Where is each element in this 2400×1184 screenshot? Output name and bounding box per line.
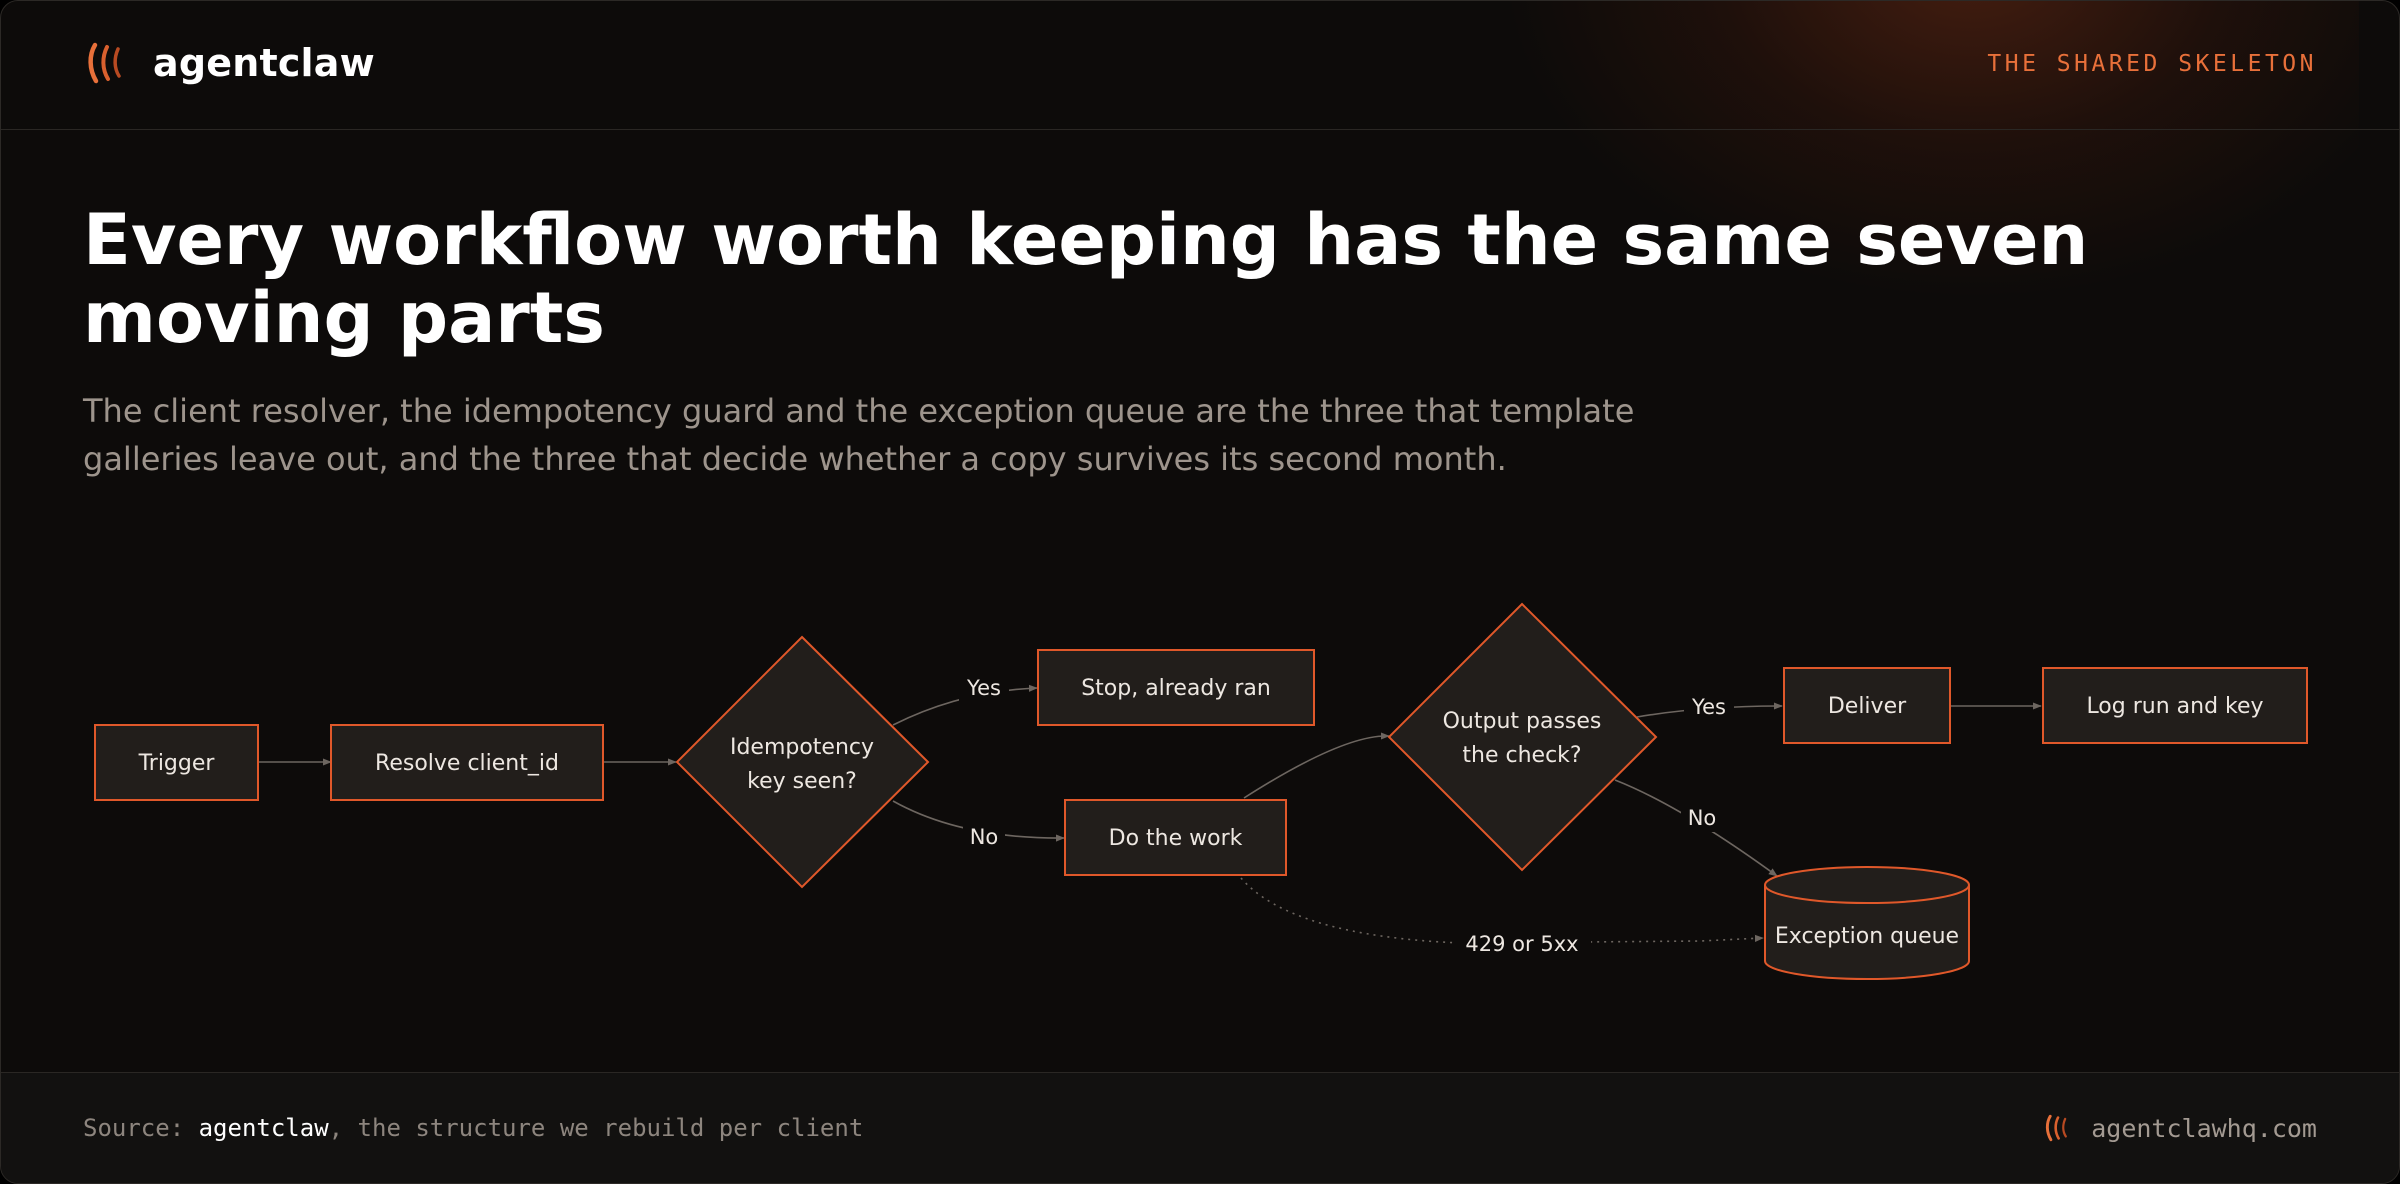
node-resolve-client: Resolve client_id xyxy=(330,724,604,801)
node-do-the-work: Do the work xyxy=(1064,799,1287,876)
claw-marks-icon xyxy=(88,42,121,84)
node-work-label: Do the work xyxy=(1109,826,1243,851)
label-bg-check-yes xyxy=(1684,691,1734,721)
node-idempotency-decision: Idempotency key seen? xyxy=(675,635,930,889)
edge-label-retry: 429 or 5xx xyxy=(1465,932,1578,956)
node-idempotency-label-line2: key seen? xyxy=(747,769,857,794)
source-note: Source: agentclaw, the structure we rebu… xyxy=(83,1114,863,1142)
site-url: agentclawhq.com xyxy=(2091,1113,2317,1143)
node-idempotency-label-line1: Idempotency xyxy=(730,735,874,760)
workflow-diagram: Yes No Yes No 429 or 5xx Trigger Resolve… xyxy=(94,602,2308,980)
edge-label-check-yes: Yes xyxy=(1691,695,1726,719)
section-eyebrow: THE SHARED SKELETON xyxy=(1987,51,2317,77)
header-bar: agentclaw THE SHARED SKELETON xyxy=(1,1,2399,130)
source-brand: agentclaw xyxy=(198,1114,329,1142)
label-bg-retry xyxy=(1453,927,1591,959)
page-subtitle: The client resolver, the idempotency gua… xyxy=(83,392,1635,478)
source-suffix: , the structure we rebuild per client xyxy=(328,1114,864,1142)
edge-label-idem-no: No xyxy=(970,825,999,849)
node-deliver-label: Deliver xyxy=(1828,694,1907,719)
node-log-label: Log run and key xyxy=(2086,694,2263,719)
edge-work-check xyxy=(1243,732,1390,799)
footer-bar: Source: agentclaw, the structure we rebu… xyxy=(1,1072,2399,1183)
source-prefix: Source: xyxy=(83,1114,199,1142)
site-link[interactable]: agentclawhq.com xyxy=(2045,1113,2317,1143)
node-exception-queue: Exception queue xyxy=(1764,866,1970,980)
claw-marks-icon xyxy=(2046,1114,2068,1142)
node-trigger-label: Trigger xyxy=(138,751,216,776)
node-resolve-client-label: Resolve client_id xyxy=(375,751,559,776)
edge-work-queue-retry xyxy=(1240,877,1764,944)
node-output-check-decision: Output passes the check? xyxy=(1387,602,1658,872)
node-queue-label: Exception queue xyxy=(1775,924,1959,949)
node-stop-already-ran: Stop, already ran xyxy=(1037,649,1315,726)
node-check-label-line2: the check? xyxy=(1462,743,1581,768)
brand[interactable]: agentclaw xyxy=(87,41,375,85)
node-stop-label: Stop, already ran xyxy=(1081,676,1271,701)
edge-label-check-no: No xyxy=(1688,806,1717,830)
label-bg-idem-yes xyxy=(959,672,1009,702)
brand-name: agentclaw xyxy=(153,41,375,85)
label-bg-check-no xyxy=(1681,802,1723,832)
node-trigger: Trigger xyxy=(94,724,259,801)
edge-label-idem-yes: Yes xyxy=(966,676,1001,700)
label-bg-idem-no xyxy=(963,821,1005,851)
page-title: Every workflow worth keeping has the sam… xyxy=(83,199,2089,359)
node-log-run: Log run and key xyxy=(2042,667,2308,744)
node-check-label-line1: Output passes xyxy=(1443,709,1602,734)
node-deliver: Deliver xyxy=(1783,667,1951,744)
